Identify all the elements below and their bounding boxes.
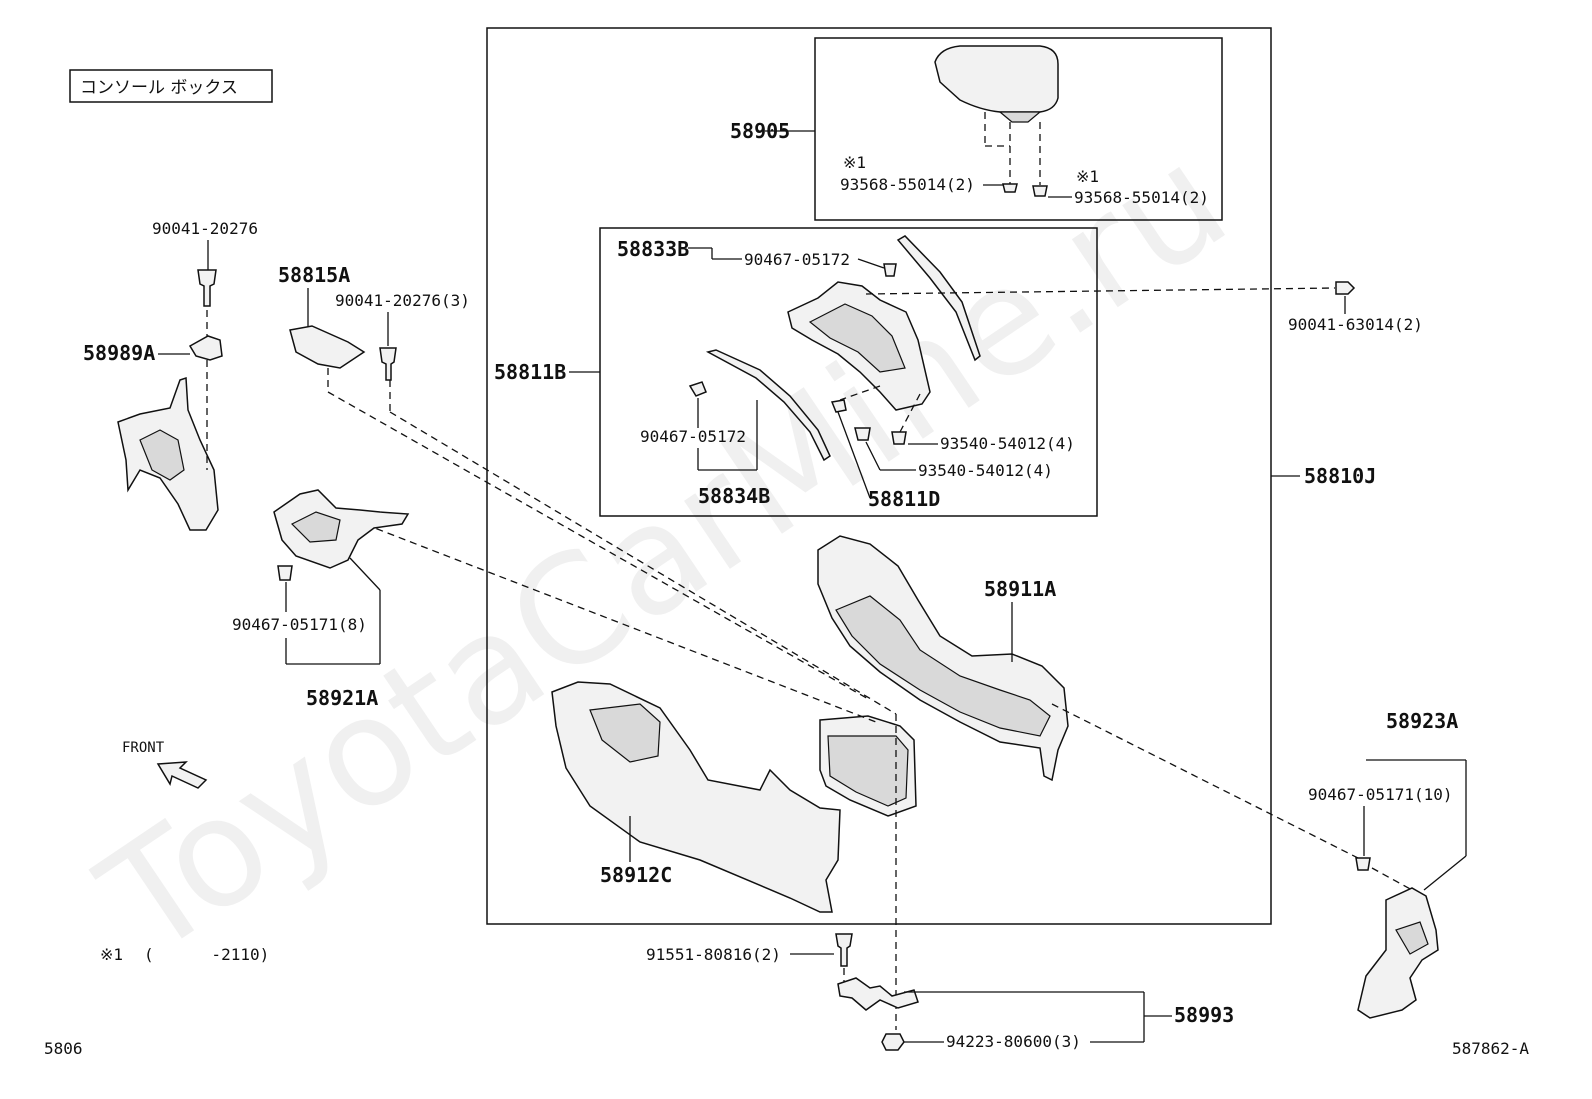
label-90041-20276: 90041-20276 [152,219,258,238]
bolt-icon [1335,281,1356,295]
label-90467-05172-top: 90467-05172 [744,250,850,269]
clip-icon [1002,183,1048,197]
nut-icon [881,1033,905,1051]
page-ref: 5806 [44,1039,83,1058]
trim-strip-58833B[interactable] [896,235,981,362]
label-58923A: 58923A [1386,709,1458,733]
bolt-icon [379,347,397,381]
label-58912C: 58912C [600,863,672,887]
label-58833B: 58833B [617,237,689,261]
label-58834B: 58834B [698,484,770,508]
mat-58815A[interactable] [289,325,366,369]
diagram-title: コンソール ボックス [80,78,238,98]
label-90467-05171-8: 90467-05171(8) [232,615,367,634]
label-58811D: 58811D [868,487,940,511]
side-panel-58912C[interactable] [551,681,841,913]
diagram-id: 587862-A [1452,1039,1529,1058]
side-panel-58921A[interactable] [273,489,410,569]
front-label: FRONT [122,740,165,756]
label-90041-63014: 90041-63014(2) [1288,315,1423,334]
label-93540-upper: 93540-54012(4) [940,434,1075,453]
label-93568-right: 93568-55014(2) [1074,188,1209,207]
clip-icon [883,263,897,277]
bolt-icon [835,933,853,967]
label-58905: 58905 [730,119,790,143]
label-58921A: 58921A [306,686,378,710]
note-mark-left: ※1 [843,153,866,172]
front-arrow-icon [156,761,208,789]
armrest-lid-part[interactable] [934,45,1059,185]
label-58993: 58993 [1174,1003,1234,1027]
label-90041-20276-3: 90041-20276(3) [335,291,470,310]
label-58810J: 58810J [1304,464,1376,488]
label-90467-05172-mid: 90467-05172 [640,427,746,446]
bracket-58989A[interactable] [188,335,223,361]
label-94223: 94223-80600(3) [946,1032,1081,1051]
shift-bracket-part[interactable] [117,376,219,531]
trim-strip-58834B[interactable] [705,349,831,462]
clip-icon [277,565,293,581]
label-58989A: 58989A [83,341,155,365]
footnote-mark: ※1 [100,945,123,964]
bolt-icon [197,269,217,307]
shift-bezel-58811B[interactable] [787,281,931,411]
storage-tray-part[interactable] [819,715,917,817]
bracket-58993[interactable] [837,977,919,1011]
label-58911A: 58911A [984,577,1056,601]
label-58815A: 58815A [278,263,350,287]
title-box [69,69,273,103]
label-93540-lower: 93540-54012(4) [918,461,1053,480]
label-93568-left: 93568-55014(2) [840,175,975,194]
console-body-58911A[interactable] [817,535,1069,782]
clip-icon [688,381,907,445]
footnote-range: ( -2110) [144,945,269,964]
subframe-58905 [814,37,1223,221]
label-91551: 91551-80816(2) [646,945,781,964]
label-90467-05171-10: 90467-05171(10) [1308,785,1453,804]
side-panel-58923A[interactable] [1357,887,1439,1019]
label-58811B: 58811B [494,360,566,384]
note-mark-right: ※1 [1076,167,1099,186]
clip-icon [1355,857,1371,871]
